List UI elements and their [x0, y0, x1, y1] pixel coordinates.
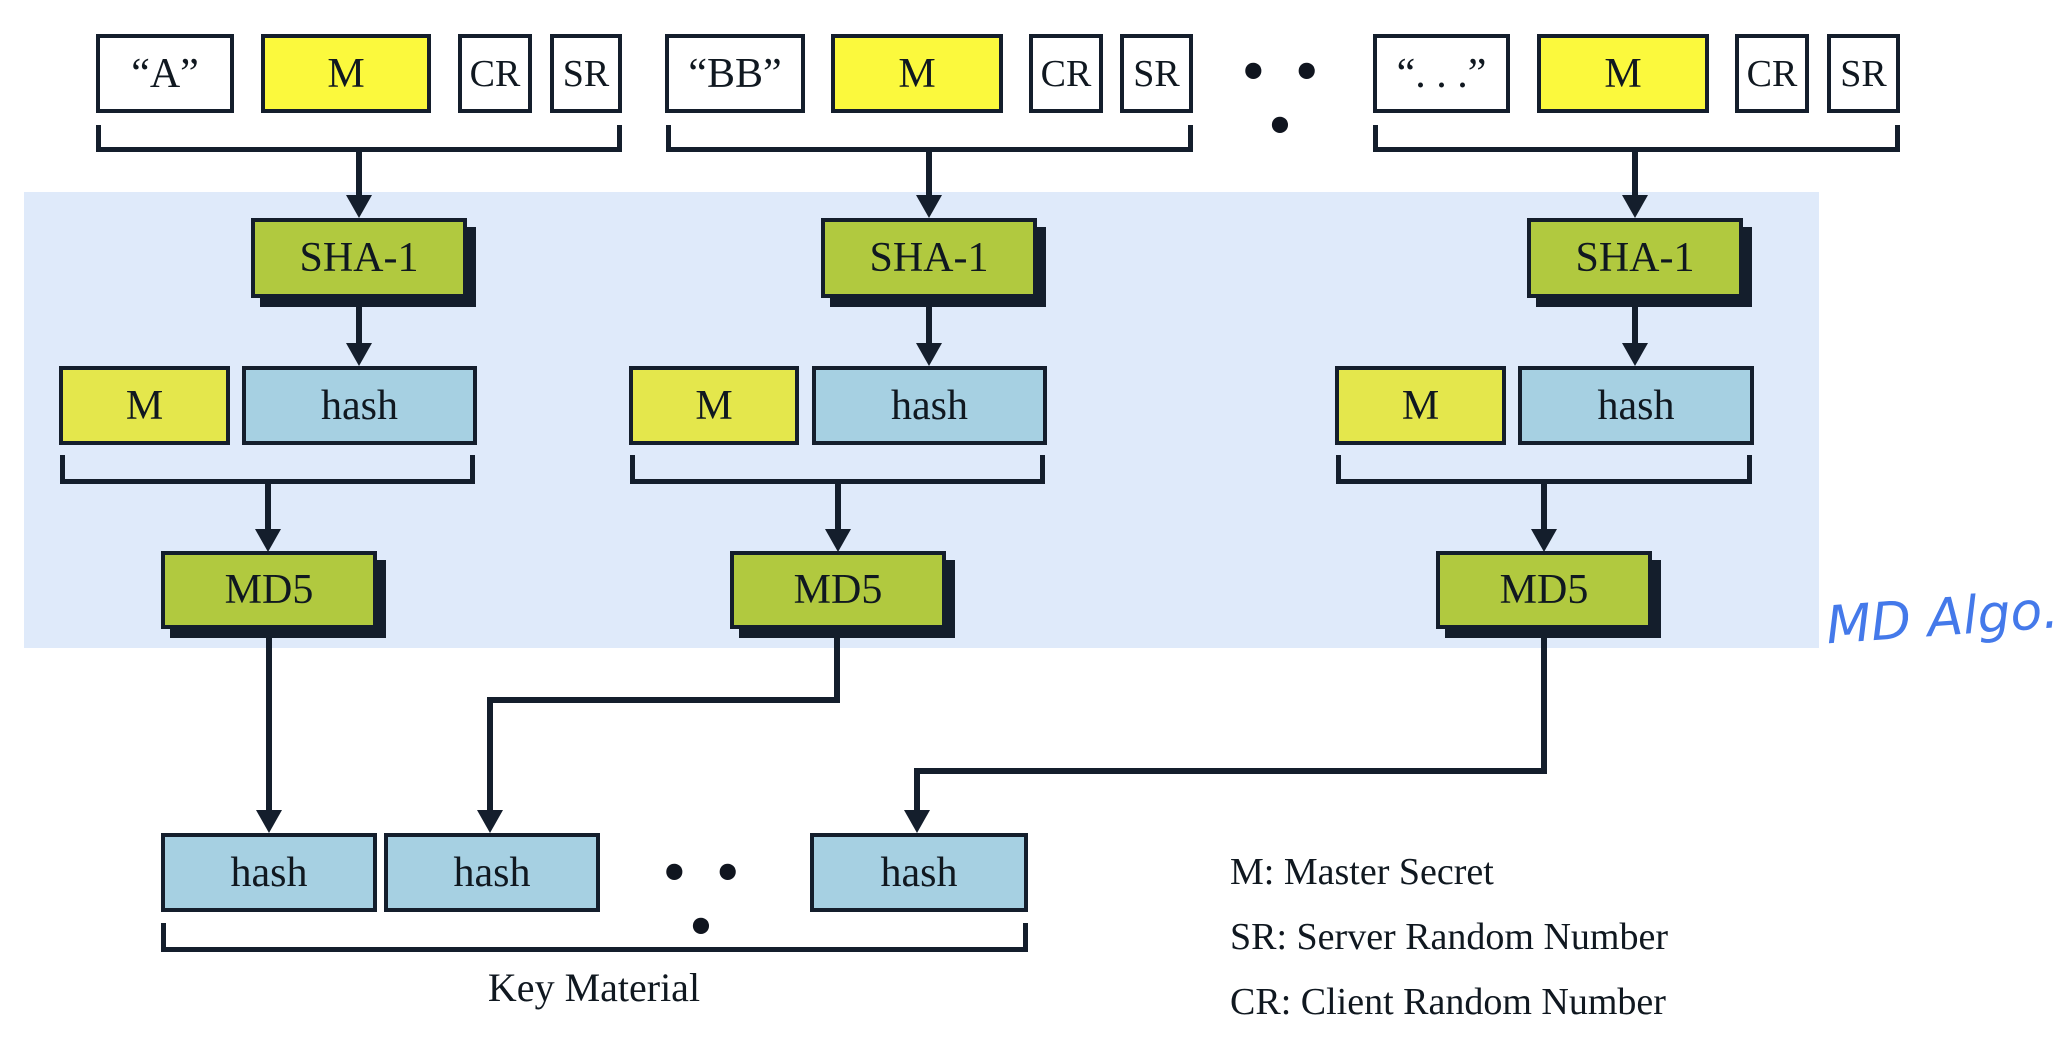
intermediate-master-text: M [1401, 382, 1440, 429]
master-secret-text: M [327, 50, 365, 97]
legend-client-random: CR: Client Random Number [1230, 981, 1666, 1023]
arrow-to-md5 [1541, 480, 1547, 530]
arrowhead-to-output-hash [904, 810, 930, 833]
md5-text: MD5 [224, 567, 314, 613]
md5-box: MD5 [1436, 551, 1652, 629]
md5-output-line [266, 636, 272, 812]
output-hash-box: hash [810, 833, 1028, 912]
server-random-box: SR [550, 34, 622, 113]
master-secret-box: M [1537, 34, 1709, 113]
sha1-box: SHA-1 [1527, 218, 1743, 298]
input-bracket [1373, 125, 1900, 152]
seed-label-text: “BB” [688, 50, 782, 97]
arrow-to-hash [356, 303, 362, 345]
seed-label-text: “. . .” [1396, 50, 1487, 97]
arrowhead-to-output-hash [256, 810, 282, 833]
md5-output-line-down2 [487, 697, 493, 812]
arrow-to-md5 [835, 480, 841, 530]
client-random-text: CR [1040, 52, 1092, 95]
sha1-hash-text: hash [321, 382, 398, 429]
master-secret-box: M [831, 34, 1003, 113]
server-random-box: SR [1120, 34, 1193, 113]
sha1-box: SHA-1 [251, 218, 467, 298]
intermediate-master-box: M [59, 366, 230, 445]
intermediate-master-box: M [629, 366, 799, 445]
client-random-box: CR [458, 34, 532, 113]
header-ellipsis: • • • [1238, 45, 1326, 153]
md5-box: MD5 [161, 551, 377, 629]
master-secret-box: M [261, 34, 431, 113]
key-material-bracket [161, 923, 1028, 952]
arrowhead-to-output-hash [477, 810, 503, 833]
master-secret-text: M [898, 50, 936, 97]
legend-server-random: SR: Server Random Number [1230, 916, 1669, 958]
client-random-text: CR [469, 52, 521, 95]
output-ellipsis: • • • [659, 846, 747, 954]
server-random-box: SR [1827, 34, 1900, 113]
server-random-text: SR [562, 52, 610, 95]
seed-label-box: “A” [96, 34, 234, 113]
arrow-to-hash [1632, 303, 1638, 345]
md5-output-line-down2 [914, 768, 920, 812]
sha1-hash-text: hash [1597, 382, 1675, 429]
arrowhead-to-sha1 [916, 195, 942, 218]
arrowhead-to-md5 [255, 529, 281, 552]
sha1-text: SHA-1 [299, 235, 419, 281]
server-random-text: SR [1840, 52, 1887, 95]
md5-text: MD5 [793, 567, 883, 613]
md5-output-line-down [1541, 636, 1547, 774]
client-random-box: CR [1029, 34, 1103, 113]
output-hash-text: hash [880, 849, 958, 896]
legend-master-secret: M: Master Secret [1230, 851, 1494, 893]
key-material-label: Key Material [487, 965, 701, 1010]
arrow-to-sha1 [926, 150, 932, 197]
arrowhead-to-hash [346, 343, 372, 366]
arrow-to-hash [926, 303, 932, 345]
md5-output-line-across [487, 697, 840, 703]
input-bracket [96, 125, 622, 152]
master-secret-text: M [1604, 50, 1642, 97]
md-algo-annotation: MD Algo. [1824, 580, 2061, 657]
arrowhead-to-sha1 [1622, 195, 1648, 218]
arrow-to-sha1 [1632, 150, 1638, 197]
seed-label-box: “. . .” [1373, 34, 1510, 113]
sha1-hash-text: hash [891, 382, 968, 429]
arrow-to-md5 [265, 480, 271, 530]
md5-box: MD5 [730, 551, 946, 629]
intermediate-master-box: M [1335, 366, 1506, 445]
intermediate-master-text: M [695, 382, 733, 429]
arrow-to-sha1 [356, 150, 362, 197]
output-hash-box: hash [161, 833, 377, 912]
output-hash-text: hash [453, 849, 531, 896]
md5-output-line-down [834, 636, 840, 703]
seed-label-box: “BB” [665, 34, 805, 113]
arrowhead-to-hash [1622, 343, 1648, 366]
sha1-box: SHA-1 [821, 218, 1037, 298]
arrowhead-to-hash [916, 343, 942, 366]
sha1-text: SHA-1 [869, 235, 989, 281]
md5-output-line-across [914, 768, 1547, 774]
input-bracket [666, 125, 1193, 152]
server-random-text: SR [1133, 52, 1180, 95]
arrowhead-to-sha1 [346, 195, 372, 218]
client-random-text: CR [1746, 52, 1798, 95]
seed-label-text: “A” [131, 50, 199, 97]
output-hash-text: hash [230, 849, 308, 896]
sha1-hash-box: hash [812, 366, 1047, 445]
client-random-box: CR [1735, 34, 1809, 113]
arrowhead-to-md5 [825, 529, 851, 552]
sha1-hash-box: hash [242, 366, 477, 445]
md5-text: MD5 [1499, 567, 1589, 613]
sha1-hash-box: hash [1518, 366, 1754, 445]
intermediate-master-text: M [125, 382, 164, 429]
sha1-text: SHA-1 [1575, 235, 1695, 281]
arrowhead-to-md5 [1531, 529, 1557, 552]
output-hash-box: hash [384, 833, 600, 912]
